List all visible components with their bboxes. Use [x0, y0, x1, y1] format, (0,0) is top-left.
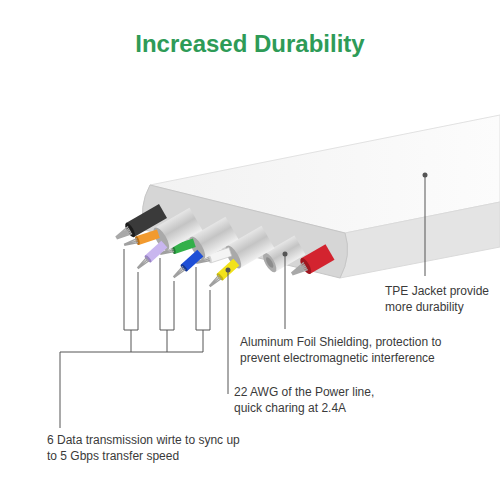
callout-label: 22 AWG of the Power line, quick charing …	[234, 384, 389, 416]
data-wire	[171, 250, 204, 281]
tpe-jacket	[142, 115, 500, 278]
data-bracket	[60, 249, 210, 428]
ground-wire	[112, 204, 167, 245]
label-box: 22 AWG of the Power line, quick charing …	[234, 384, 389, 416]
data-wire	[207, 259, 240, 290]
label-box: Aluminum Foil Shielding, protection to p…	[240, 334, 455, 366]
label-box: 6 Data transmission wirte to sync up to …	[47, 432, 247, 464]
callout-label: Aluminum Foil Shielding, protection to p…	[240, 334, 455, 366]
callout-label: 6 Data transmission wirte to sync up to …	[47, 432, 247, 464]
foil-tube	[121, 204, 205, 273]
title-box: Increased Durability	[0, 30, 500, 58]
data-wire	[135, 241, 168, 272]
callout-label: TPE Jacket provide more durability	[385, 283, 495, 315]
title: Increased Durability	[135, 30, 364, 57]
label-box: TPE Jacket provide more durability	[385, 283, 495, 315]
